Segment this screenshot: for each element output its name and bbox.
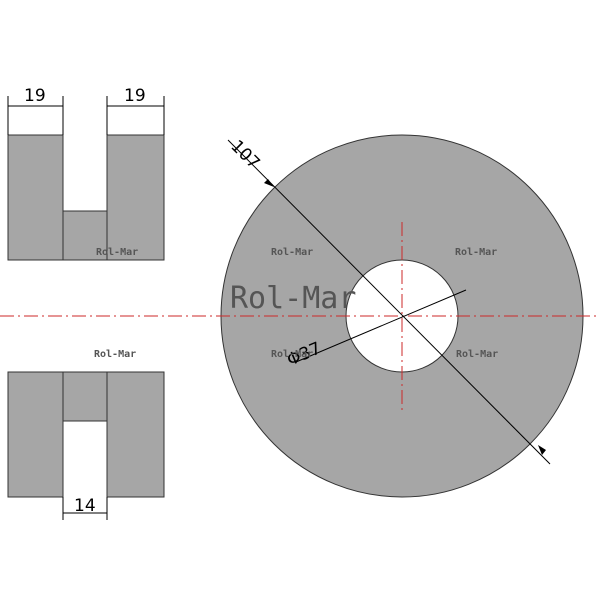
watermark-small: Rol-Mar	[271, 247, 313, 258]
watermark-small: Rol-Mar	[456, 349, 498, 360]
dim-arrowhead	[538, 445, 546, 455]
watermark-large: Rol-Mar	[230, 281, 356, 316]
side-view-flange-bottom-left	[7, 371, 64, 498]
watermark-small: Rol-Mar	[94, 349, 136, 360]
dim-arrowhead	[264, 179, 274, 187]
side-view-flange-top-right	[106, 134, 165, 261]
watermark-small: Rol-Mar	[271, 349, 313, 360]
front-view: 107 Φ37 Rol-Mar Rol-Mar Rol-Mar Rol-Mar …	[0, 134, 600, 498]
dim-outer-diameter: 107	[226, 136, 263, 173]
side-view-hub-top	[62, 210, 108, 261]
side-view-flange-top-left	[7, 134, 64, 261]
dim-line-bore-diameter	[295, 289, 467, 363]
watermark-small: Rol-Mar	[455, 247, 497, 258]
side-view-hub-bottom	[62, 371, 108, 422]
side-view: 19 19 14 Rol-Mar Rol-Mar	[7, 86, 165, 520]
dim-line-outer-diameter	[227, 139, 551, 465]
side-view-flange-bottom-right	[106, 371, 165, 498]
dim-groove-width: 14	[74, 496, 96, 516]
dim-right-flange-width: 19	[124, 86, 146, 106]
dim-left-flange-width: 19	[24, 86, 46, 106]
watermark-small: Rol-Mar	[96, 247, 138, 258]
